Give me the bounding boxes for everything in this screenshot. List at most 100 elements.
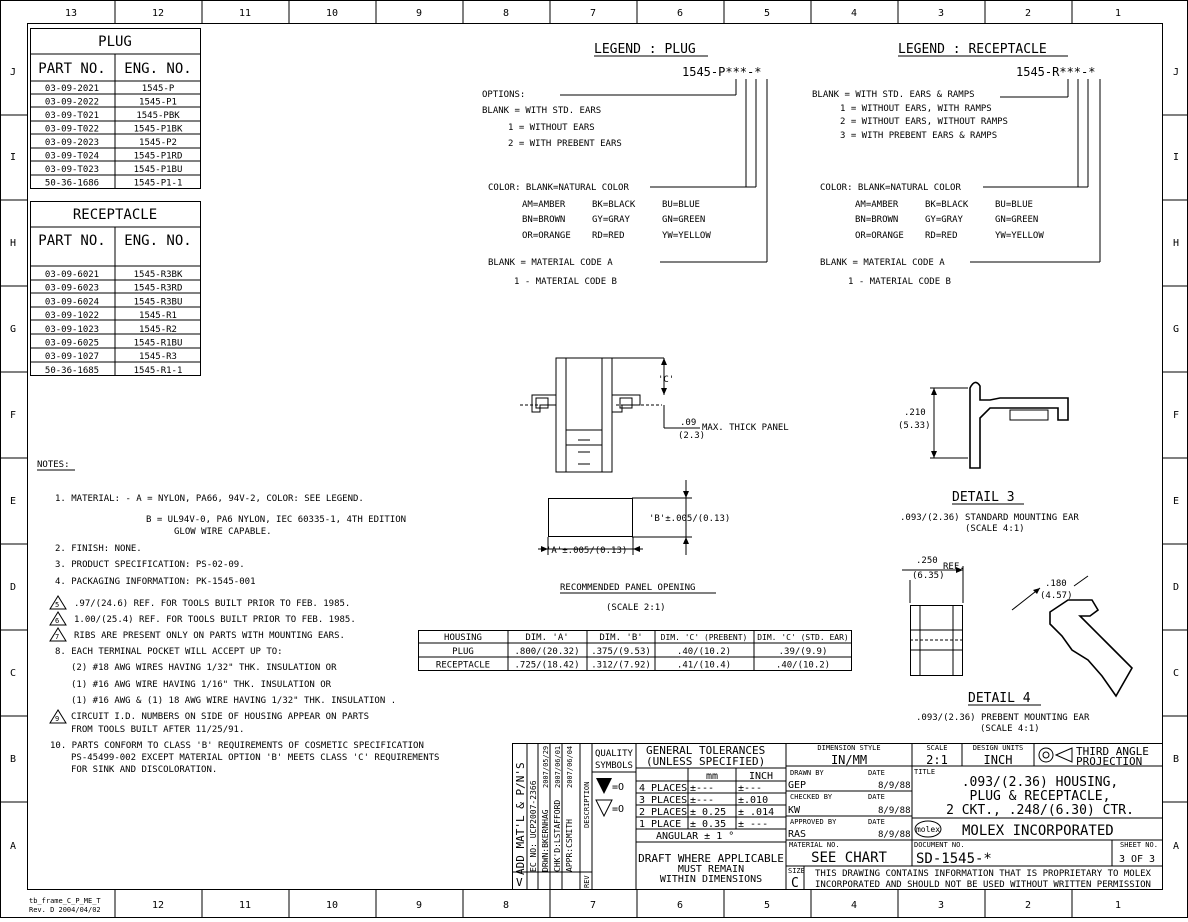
- col-label: 3: [938, 8, 944, 19]
- plug-part-no: 50-36-1686: [45, 179, 99, 189]
- col-label: 8: [503, 900, 509, 911]
- dimension-table: HOUSING DIM. 'A' DIM. 'B' DIM. 'C' (PREB…: [418, 630, 852, 671]
- receptacle-part-no: 03-09-6024: [45, 297, 99, 307]
- note-text: (1) #16 AWG & (1) 18 AWG WIRE HAVING 1/3…: [71, 696, 396, 706]
- detail-3: .210 (5.33) DETAIL 3 .093/(2.36) STANDAR…: [898, 381, 1079, 534]
- plug-eng-no: 1545-P1RD: [134, 152, 183, 162]
- note-flag-number: 6: [55, 617, 59, 625]
- checked-by-label: CHECKED BY: [790, 793, 833, 801]
- note-flag-icon: [49, 627, 67, 642]
- document-no: SD-1545-*: [916, 851, 992, 867]
- col-label: 12: [152, 8, 164, 19]
- dim-table-cell: .40/(10.2): [677, 647, 731, 657]
- note-text: 1. MATERIAL: - A = NYLON, PA66, 94V-2, C…: [55, 494, 364, 504]
- col-label: 11: [239, 8, 251, 19]
- legend-plug-color: AM=AMBER: [522, 200, 566, 210]
- units-value: INCH: [984, 753, 1013, 767]
- col-label: 13: [65, 8, 77, 19]
- legend-plug-option: 2 = WITH PREBENT EARS: [508, 139, 622, 149]
- note-text: FOR SINK AND DISCOLORATION.: [71, 765, 217, 775]
- plug-part-no: 03-09-2021: [45, 84, 99, 94]
- receptacle-part-no: 03-09-6023: [45, 284, 99, 294]
- rev-date: 2007/05/29: [542, 746, 550, 788]
- drawing-title-line: 2 CKT., .248/(6.30) CTR.: [946, 803, 1134, 818]
- detail4-dim-mm: (4.57): [1040, 591, 1073, 601]
- date-label: DATE: [868, 818, 885, 826]
- col-label: 10: [326, 900, 338, 911]
- legend-plug-material: BLANK = MATERIAL CODE A: [488, 258, 613, 268]
- receptacle-eng-no: 1545-R1: [139, 311, 177, 321]
- receptacle-part-no: 03-09-1023: [45, 325, 99, 335]
- detail3-scale: (SCALE 4:1): [965, 524, 1025, 534]
- dim-table-cell: .41/(10.4): [677, 661, 731, 671]
- detail4-scale: (SCALE 4:1): [980, 724, 1040, 734]
- column-labels-bottom: 12 11 10 9 8 7 6 5 4 3 2 1: [152, 900, 1121, 911]
- row-label: D: [10, 582, 16, 593]
- drawing-title-line: PLUG & RECEPTACLE,: [970, 789, 1111, 804]
- row-label: F: [1173, 410, 1179, 421]
- dim-b-label: 'B'±.005/(0.13): [649, 514, 730, 524]
- col-label: 6: [677, 900, 683, 911]
- receptacle-part-no: 03-09-6025: [45, 339, 99, 349]
- rev-desc-label: DESCRIPTION: [583, 782, 591, 828]
- scale-label: SCALE: [926, 744, 947, 752]
- legend-receptacle-color: YW=YELLOW: [995, 231, 1044, 241]
- note-text: 2. FINISH: NONE.: [55, 544, 142, 554]
- tol-angular: ANGULAR ± 1 °: [656, 831, 734, 842]
- col-label: 4: [851, 8, 857, 19]
- plug-col-header: ENG. NO.: [124, 61, 191, 77]
- dim-a-label: 'A'±.005/(0.13): [546, 546, 627, 556]
- quality-triangle-outline-icon: [595, 799, 613, 818]
- legend-plug-color-label: COLOR: BLANK=NATURAL COLOR: [488, 183, 629, 193]
- size-label: SIZE: [788, 867, 805, 875]
- plug-part-no: 03-09-T022: [45, 125, 99, 135]
- row-label: E: [10, 496, 16, 507]
- dim-table-cell: .39/(9.9): [779, 647, 828, 657]
- detail3-desc: .093/(2.36) STANDARD MOUNTING EAR: [900, 513, 1079, 523]
- notes-title: NOTES:: [37, 460, 70, 470]
- tol-mm: ± 0.35: [690, 819, 726, 830]
- dim-table-cell: .312/(7.92): [591, 661, 651, 671]
- rev-date: 2007/06/04: [566, 746, 574, 788]
- plug-eng-no: 1545-P2: [139, 138, 177, 148]
- dimension-table-rows: PLUG.800/(20.32).375/(9.53).40/(10.2).39…: [436, 647, 830, 671]
- note-text: (2) #18 AWG WIRES HAVING 1/32" THK. INSU…: [71, 663, 337, 673]
- dim-style-label: DIMENSION STYLE: [817, 744, 880, 752]
- quality-label: SYMBOLS: [595, 761, 633, 771]
- approved-date: 8/9/88: [878, 830, 911, 840]
- molex-logo-icon: [914, 820, 942, 838]
- sheet-no: 3 OF 3: [1119, 854, 1155, 865]
- tol-places: 1 PLACE: [639, 819, 681, 830]
- dim-table-header: HOUSING: [444, 633, 482, 643]
- detail4-ref-label: REF.: [943, 562, 965, 572]
- plug-eng-no: 1545-P: [142, 84, 175, 94]
- rev-date: 2007/06/01: [554, 746, 562, 788]
- company-name: MOLEX INCORPORATED: [962, 823, 1114, 839]
- plug-part-no: 03-09-T023: [45, 165, 99, 175]
- legend-plug-code: 1545-P***-*: [682, 65, 761, 79]
- tol-inch: ±.010: [738, 795, 768, 806]
- projection-cone-icon: [1054, 747, 1073, 763]
- panel-opening-scale: (SCALE 2:1): [606, 603, 666, 613]
- legend-receptacle-material: BLANK = MATERIAL CODE A: [820, 258, 945, 268]
- tol-inch: ±---: [738, 783, 762, 794]
- legend-plug-option: BLANK = WITH STD. EARS: [482, 106, 601, 116]
- approved-by: RAS: [788, 829, 806, 840]
- col-label: 1: [1115, 8, 1121, 19]
- sheet-no-label: SHEET NO.: [1120, 841, 1158, 849]
- tol-places: 4 PLACES: [639, 783, 687, 794]
- col-label: 8: [503, 8, 509, 19]
- tolerance-title: GENERAL TOLERANCES: [646, 744, 765, 757]
- frame-id-text: tb_frame_C_P_ME_T: [29, 897, 101, 905]
- col-label: 1: [1115, 900, 1121, 911]
- col-label: 5: [764, 900, 770, 911]
- plug-table-title: PLUG: [98, 34, 132, 50]
- note-text: 3. PRODUCT SPECIFICATION: PS-02-09.: [55, 560, 245, 570]
- plug-part-no: 03-09-2023: [45, 138, 99, 148]
- tol-mm: ±---: [690, 783, 714, 794]
- date-label: DATE: [868, 769, 885, 777]
- quality-triangle-icon: [596, 778, 612, 794]
- detail4-dim-inch: .180: [1045, 579, 1067, 589]
- legend-receptacle-option: 2 = WITHOUT EARS, WITHOUT RAMPS: [840, 117, 1008, 127]
- legend-plug-color: RD=RED: [592, 231, 625, 241]
